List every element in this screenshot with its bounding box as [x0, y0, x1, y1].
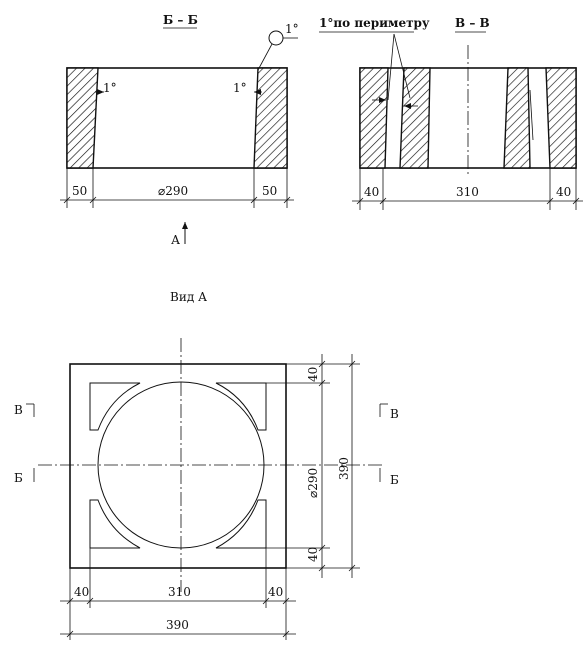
view-a-dim-bottom-total: 390 [166, 618, 189, 632]
section-vv-tick-3 [546, 197, 554, 205]
section-vv-tick-4 [572, 197, 580, 205]
view-a: Вид А В В Б Б 40 3 [14, 290, 399, 640]
section-vv-tick-2 [379, 197, 387, 205]
view-a-outline [69, 363, 287, 569]
section-vv-note-leader-2 [393, 33, 411, 99]
cut-v-left-label: В [14, 403, 23, 417]
section-vv-inner-line [529, 89, 534, 141]
section-vv-hatch-4 [545, 67, 577, 169]
view-a-tick-rt2 [348, 564, 356, 572]
section-vv-dim-center: 310 [456, 185, 479, 199]
view-a-dim-right-top: 40 [306, 367, 320, 382]
view-a-dim-right-bottom: 40 [306, 547, 320, 562]
section-vv-note-leader-1 [387, 33, 395, 101]
section-bb: Б – Б 1° 1° 1° 50 ⌀290 50 А [60, 13, 299, 247]
cut-v-right-label: В [390, 407, 399, 421]
section-vv-hatch-1 [359, 67, 389, 169]
section-bb-tick-2 [89, 196, 97, 204]
section-vv-hatch-2 [399, 67, 431, 169]
view-a-tick-b1 [66, 597, 74, 605]
view-a-tick-r3 [318, 544, 326, 552]
cut-b-left-label: Б [14, 471, 23, 485]
view-a-arrow-label: А [171, 233, 180, 247]
section-bb-tick-3 [250, 196, 258, 204]
section-bb-angle-right: 1° [233, 81, 247, 95]
view-a-tick-rt1 [348, 360, 356, 368]
section-vv: 1°по периметру В – В 40 310 40 [319, 16, 583, 210]
view-a-corner-bottom-right [215, 499, 267, 549]
view-a-dim-bottom-left: 40 [74, 585, 89, 599]
view-a-corner-top-left [89, 382, 141, 431]
section-bb-title: Б – Б [163, 13, 198, 27]
view-a-tick-b4 [282, 597, 290, 605]
view-a-corner-top-right [215, 382, 267, 431]
section-vv-tick-1 [356, 197, 364, 205]
cut-b-right-label: Б [390, 473, 399, 487]
view-a-corner-bottom-left [89, 499, 141, 549]
section-vv-title: В – В [455, 16, 490, 30]
view-a-dim-bottom-center: 310 [168, 585, 191, 599]
section-vv-note: 1°по периметру [319, 16, 430, 30]
view-a-tick-r2 [318, 379, 326, 387]
section-vv-dim-left: 40 [364, 185, 379, 199]
view-a-tick-r1 [318, 360, 326, 368]
view-a-dim-right-total: 390 [337, 457, 351, 480]
section-bb-callout-leader [257, 43, 273, 71]
section-bb-tick-4 [283, 196, 291, 204]
view-a-dim-right-diameter: ⌀290 [306, 468, 320, 498]
section-vv-dim-right: 40 [556, 185, 571, 199]
section-bb-angle-left: 1° [103, 81, 117, 95]
section-bb-dim-center: ⌀290 [158, 184, 188, 198]
section-bb-tick-1 [63, 196, 71, 204]
view-a-tick-b2 [86, 597, 94, 605]
section-vv-hatch-3 [503, 67, 531, 169]
section-bb-dim-left: 50 [72, 184, 87, 198]
view-a-tick-t2 [282, 630, 290, 638]
section-bb-callout-text: 1° [285, 22, 299, 36]
section-bb-right-wall [253, 67, 288, 169]
section-bb-callout-circle [268, 30, 284, 46]
section-bb-dim-right: 50 [262, 184, 277, 198]
section-bb-left-wall [66, 67, 99, 169]
view-a-tick-r4 [318, 564, 326, 572]
view-a-tick-t1 [66, 630, 74, 638]
view-a-dim-bottom-right: 40 [268, 585, 283, 599]
view-a-title: Вид А [170, 290, 207, 304]
view-a-tick-b3 [262, 597, 270, 605]
